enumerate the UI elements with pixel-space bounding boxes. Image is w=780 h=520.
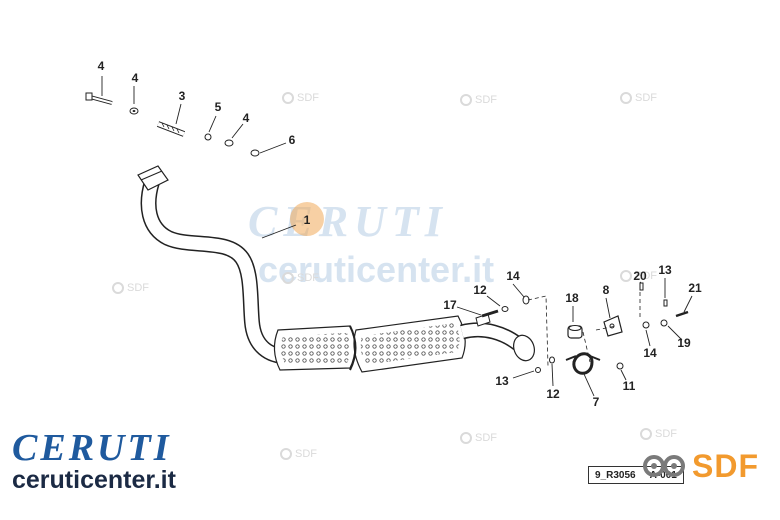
nut-part <box>204 133 212 141</box>
sdf-mark-icon <box>460 432 472 445</box>
watermark-small: SDF <box>620 92 657 105</box>
sdf-mark-icon <box>640 428 652 441</box>
callout-number: 4 <box>242 111 250 125</box>
nut-part <box>535 367 541 373</box>
callout-number: 19 <box>677 336 691 350</box>
callout-number: 20 <box>633 269 647 283</box>
sdf-logo-text: SDF <box>692 448 759 484</box>
sdf-logo-icon <box>643 455 685 477</box>
callout-number: 14 <box>506 269 520 283</box>
callout-number: 1 <box>303 213 311 227</box>
rubber-mount-part <box>567 325 583 339</box>
bracket-part <box>603 315 623 337</box>
leader-lines <box>101 76 693 397</box>
assembly-guide-lines <box>527 292 641 367</box>
tail-pipe <box>460 313 535 362</box>
callout-number: 14 <box>643 346 657 360</box>
callout-number: 18 <box>565 291 579 305</box>
callout-number: 12 <box>473 283 487 297</box>
sdf-mark-icon <box>282 272 294 285</box>
clamp-part <box>565 352 601 375</box>
washer-part <box>132 110 136 112</box>
watermark-brand: CERUTI <box>248 197 448 246</box>
callout-number: 5 <box>214 100 222 114</box>
sdf-mark-icon <box>280 448 292 461</box>
watermark-small: SDF <box>460 432 497 445</box>
brand-logo: CERUTI <box>12 427 172 469</box>
watermark-small: SDF <box>460 94 497 107</box>
watermark-small: SDF <box>282 272 319 285</box>
watermark-small: SDF <box>282 92 319 105</box>
sdf-mark-icon <box>282 92 294 105</box>
callout-number: 4 <box>131 71 139 85</box>
callout-number: 13 <box>495 374 509 388</box>
watermark-url: ceruticenter.it <box>258 249 495 290</box>
sdf-mark-icon <box>112 282 124 295</box>
callout-number: 4 <box>97 59 105 73</box>
bolt-part <box>481 309 499 318</box>
watermark-small: SDF <box>620 270 657 283</box>
stud-part <box>156 121 186 137</box>
exhaust-pipe <box>137 165 293 365</box>
callout-number: 12 <box>546 387 560 401</box>
watermark-small: SDF <box>280 448 317 461</box>
callout-number: 3 <box>178 89 186 103</box>
watermark-small: SDF <box>112 282 149 295</box>
callout-number: 8 <box>602 283 610 297</box>
bolt-part <box>675 310 689 318</box>
screw-part <box>663 299 668 307</box>
nut-part <box>660 319 668 327</box>
callout-number: 17 <box>443 298 457 312</box>
callout-number: 13 <box>658 263 672 277</box>
screw-part <box>639 282 644 291</box>
washer-part <box>224 139 234 147</box>
watermark-small: SDF <box>640 428 677 441</box>
nut-part <box>616 362 624 370</box>
callout-number: 11 <box>622 379 636 393</box>
sdf-mark-icon <box>460 94 472 107</box>
muffler-front <box>273 325 356 371</box>
nut-part <box>549 356 555 364</box>
callout-number: 7 <box>592 395 600 409</box>
nut-part <box>250 149 260 157</box>
bolt-part <box>85 92 113 105</box>
nut-part <box>501 306 509 312</box>
muffler-rear <box>349 315 466 373</box>
brand-url: ceruticenter.it <box>12 466 176 494</box>
callout-highlight <box>290 202 324 236</box>
sdf-mark-icon <box>620 270 632 283</box>
washer-part <box>642 321 650 329</box>
callout-number: 6 <box>288 133 296 147</box>
callout-number: 21 <box>688 281 702 295</box>
sdf-mark-icon <box>620 92 632 105</box>
